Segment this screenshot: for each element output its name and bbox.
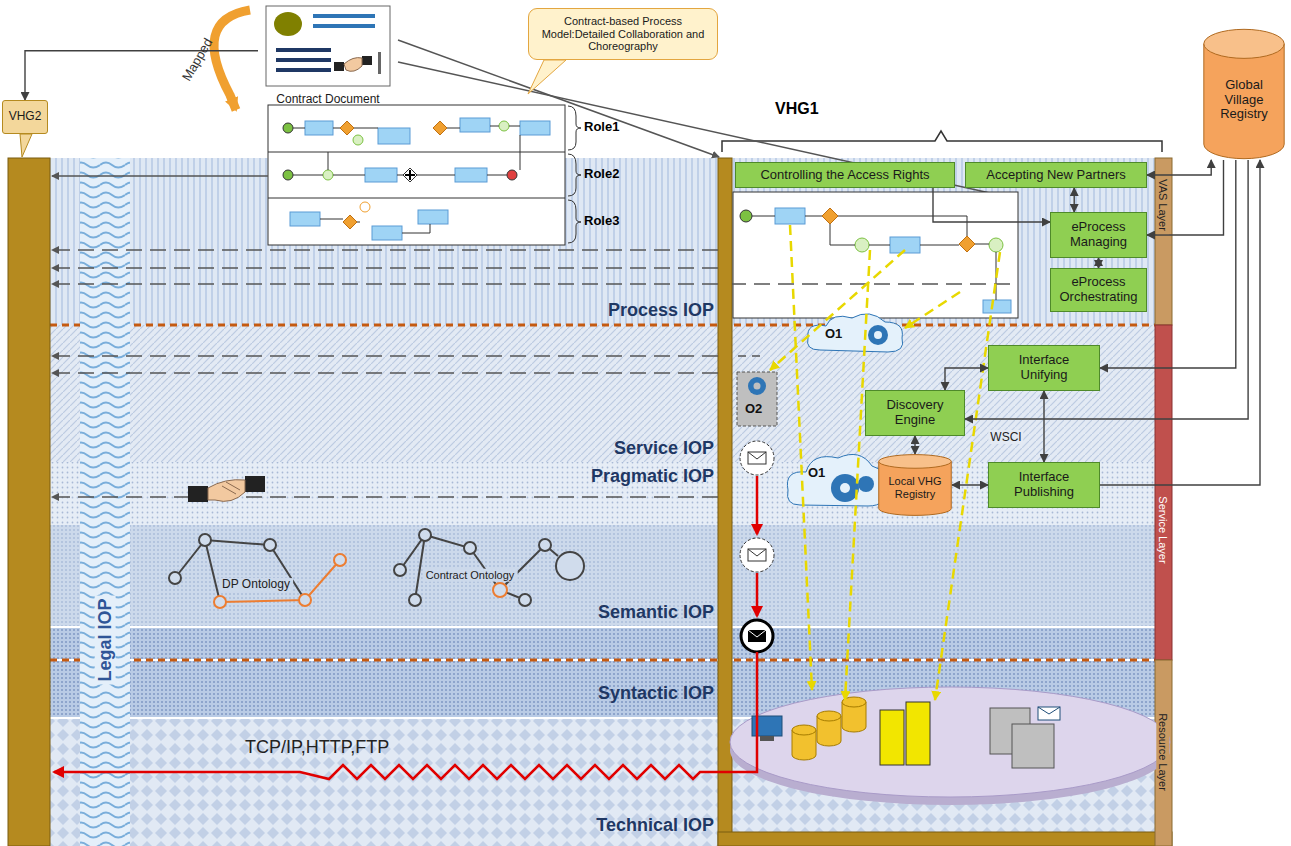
label-text: Service Layer [1157, 493, 1170, 566]
label-text: O2 [745, 402, 762, 417]
label-text: O1 [808, 466, 825, 481]
role-lanes [268, 105, 581, 245]
connector [945, 368, 988, 390]
node-text: eProcess Managing [1056, 220, 1141, 250]
label-text: O1 [825, 327, 842, 342]
callout-note: Contract-based Process Model:Detailed Co… [528, 8, 718, 60]
yellow-mapping-lines [770, 225, 1000, 700]
label-text: VAS Layer [1157, 176, 1170, 234]
process-box: eProcess Managing [1050, 212, 1147, 258]
ontology-graphs [169, 529, 584, 608]
label-text: Pragmatic IOP [591, 466, 714, 487]
label-text: Legal IOP [95, 595, 116, 684]
label-text: Mapped [180, 36, 216, 84]
process-box: eProcess Orchestrating [1050, 268, 1147, 312]
label-text: Process IOP [608, 300, 714, 321]
edge-label: WSCI [988, 430, 1023, 444]
process-box: Interface Unifying [988, 345, 1100, 391]
handshake-icon [188, 476, 265, 502]
label-text: Service IOP [614, 438, 714, 459]
label-text: Technical IOP [596, 815, 714, 836]
label-text: Contract Ontology [423, 569, 518, 582]
vhg-callout: VHG2 [2, 100, 48, 134]
node-text: Accepting New Partners [986, 168, 1125, 183]
registry-cylinder: Global Village Registry [1203, 28, 1285, 160]
connector [1100, 160, 1236, 368]
label-text: Semantic IOP [598, 602, 714, 623]
node-text: Global Village Registry [1207, 78, 1281, 123]
resource-pool [730, 687, 1170, 805]
contract-document: Contract Document [258, 4, 398, 108]
process-box: Controlling the Access Rights [735, 162, 955, 188]
label-text: Role3 [584, 214, 619, 229]
node-text: Interface Unifying [994, 353, 1094, 383]
process-model [733, 192, 1018, 318]
connector [1043, 391, 1044, 462]
connector [1073, 188, 1074, 212]
message-path [54, 441, 774, 779]
label-text: Role1 [584, 120, 619, 135]
connector [965, 160, 1248, 419]
connector [952, 484, 988, 485]
node-text: VHG2 [9, 110, 42, 124]
connector [914, 436, 915, 454]
node-text: Controlling the Access Rights [760, 168, 929, 183]
connector [25, 51, 258, 100]
process-box: Discovery Engine [865, 390, 965, 436]
connector [1147, 160, 1211, 175]
connector [933, 188, 1050, 222]
connector [1098, 258, 1099, 268]
node-text: Contract-based Process Model:Detailed Co… [537, 15, 709, 53]
label-text: Role2 [584, 167, 619, 182]
node-text: Discovery Engine [871, 398, 959, 428]
label-text: DP Ontology [219, 578, 293, 592]
node-text: eProcess Orchestrating [1056, 275, 1141, 305]
connector [1100, 160, 1260, 485]
registry-cylinder: Local VHG Registry [878, 454, 952, 516]
label-text: VHG1 [775, 100, 819, 118]
vhg-bars [8, 131, 1172, 846]
node-text: Interface Publishing [994, 470, 1094, 500]
process-box: Accepting New Partners [965, 162, 1147, 188]
process-box: Interface Publishing [988, 462, 1100, 508]
node-text: Local VHG Registry [881, 475, 949, 500]
label-text: Resource Layer [1157, 710, 1170, 794]
node-text: Contract Document [276, 93, 379, 107]
label-text: TCP/IP,HTTP,FTP [245, 737, 389, 758]
label-text: Syntactic IOP [598, 683, 714, 704]
legal-column [80, 158, 130, 846]
connector [1147, 160, 1224, 235]
